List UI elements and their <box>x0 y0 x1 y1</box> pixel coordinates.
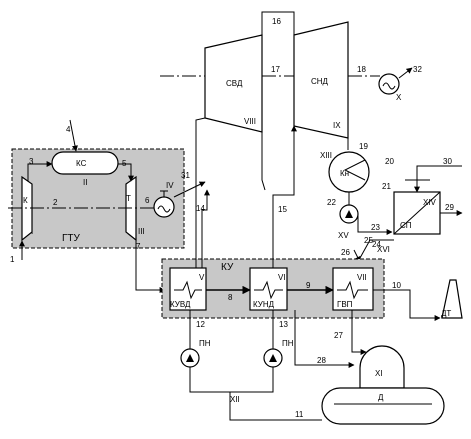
roman-xii: XII <box>230 395 240 404</box>
feed-pump-2-label: ПН <box>282 339 294 348</box>
gtu-label: ГТУ <box>62 233 81 244</box>
roman-x: X <box>396 93 402 102</box>
stream-20: 20 <box>385 157 394 166</box>
stream-30: 30 <box>443 157 452 166</box>
stream-17: 17 <box>271 65 280 74</box>
hp-section-label: КУВД <box>170 300 191 309</box>
compressor-label: К <box>23 196 28 205</box>
stream-21: 21 <box>382 182 391 191</box>
roman-xvi: XVI <box>377 245 390 254</box>
gtu-generator[interactable] <box>153 196 175 218</box>
lp-steam-turbine-label: СНД <box>311 77 329 86</box>
stream-3: 3 <box>29 157 34 166</box>
roman-ii: II <box>83 178 87 187</box>
stream-28: 28 <box>317 356 326 365</box>
roman-vii: VII <box>357 273 367 282</box>
roman-viii: VIII <box>244 117 256 126</box>
roman-iii: III <box>138 227 145 236</box>
stream-31: 31 <box>181 171 190 180</box>
stream-14: 14 <box>196 204 205 213</box>
storage-tank-label: Д <box>378 393 384 402</box>
roman-iv: IV <box>166 181 174 190</box>
gas-turbine-label: Т <box>126 194 131 203</box>
stream-5: 5 <box>122 159 127 168</box>
stream-25: 25 <box>364 236 373 245</box>
stream-16: 16 <box>272 17 281 26</box>
roman-v: V <box>199 273 205 282</box>
roman-xv: XV <box>338 231 349 240</box>
steam-generator[interactable] <box>378 73 400 95</box>
stream-11: 11 <box>295 410 304 419</box>
roman-xi: XI <box>375 369 383 378</box>
network-heater-label: СП <box>400 221 412 230</box>
gvp-section-label: ГВП <box>337 300 353 309</box>
hp-steam-turbine-label: СВД <box>226 79 243 88</box>
stream-10: 10 <box>392 281 401 290</box>
stream-1: 1 <box>10 255 15 264</box>
storage-tank[interactable] <box>321 387 445 425</box>
chimney[interactable] <box>441 279 463 319</box>
stream-26: 26 <box>341 248 350 257</box>
stream-27: 27 <box>334 331 343 340</box>
gvp-section[interactable] <box>332 267 374 311</box>
stream-22: 22 <box>327 198 336 207</box>
stream-7: 7 <box>136 242 141 251</box>
roman-ix: IX <box>333 121 341 130</box>
stream-6: 6 <box>145 196 150 205</box>
feed-pump-1-label: ПН <box>199 339 211 348</box>
stream-15: 15 <box>278 205 287 214</box>
stream-23: 23 <box>371 223 380 232</box>
stream-4: 4 <box>66 125 71 134</box>
stream-32: 32 <box>413 65 422 74</box>
lp-section-label: КУНД <box>253 300 275 309</box>
stream-13: 13 <box>279 320 288 329</box>
roman-xiii: XIII <box>320 151 332 160</box>
stream-9: 9 <box>306 281 311 290</box>
chimney-label: ДТ <box>441 309 451 318</box>
deaerator[interactable] <box>359 345 405 389</box>
condenser-label: Кн <box>340 169 349 178</box>
stream-12: 12 <box>196 320 205 329</box>
roman-i: I <box>31 227 33 236</box>
stream-8: 8 <box>228 293 233 302</box>
stream-19: 19 <box>359 142 368 151</box>
roman-xiv: XIV <box>423 198 437 207</box>
ku-label: КУ <box>221 262 234 273</box>
stream-2: 2 <box>53 198 58 207</box>
roman-vi: VI <box>278 273 286 282</box>
stream-24: 24 <box>372 240 381 249</box>
stream-29: 29 <box>445 203 454 212</box>
hp-section[interactable] <box>169 267 207 311</box>
combustion-chamber-label: КС <box>76 159 87 168</box>
stream-18: 18 <box>357 65 366 74</box>
